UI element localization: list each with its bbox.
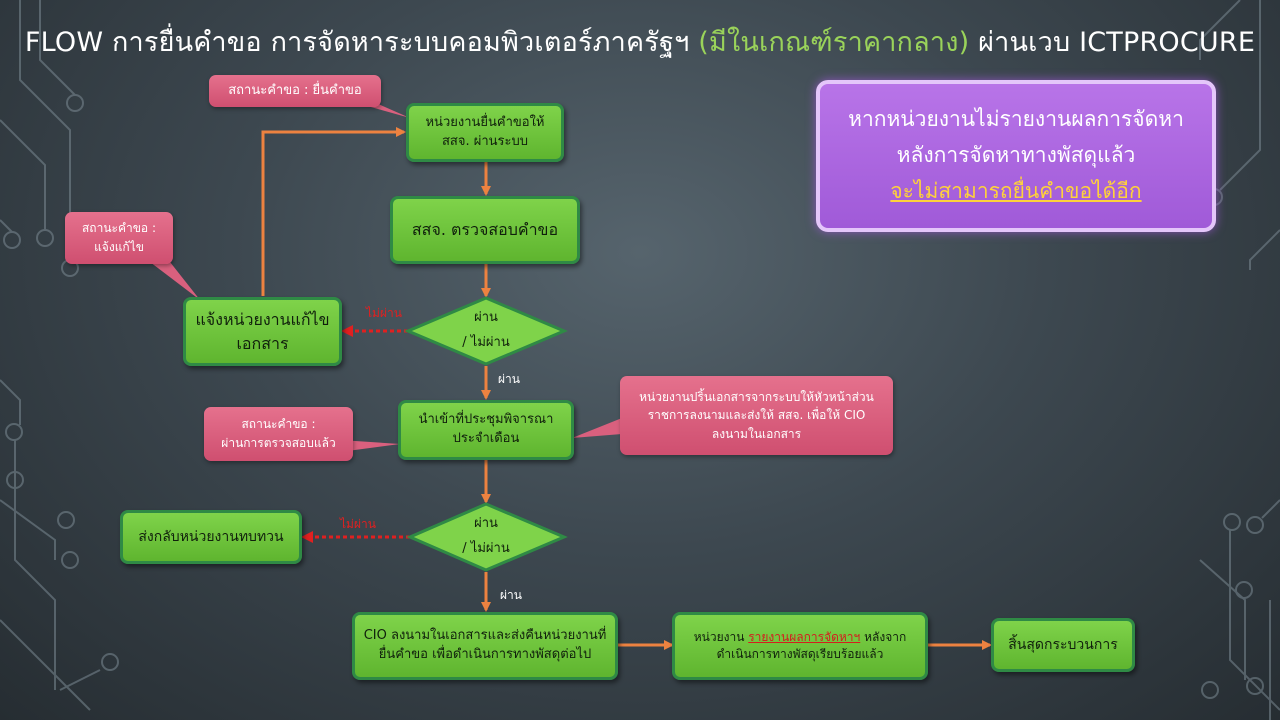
decision-text-1: ผ่าน / ไม่ผ่าน	[462, 310, 510, 350]
callout-print-doc: หน่วยงานปริ้นเอกสารจากระบบให้หัวหน้าส่วน…	[620, 376, 893, 455]
callout-status-fix: สถานะคำขอ : แจ้งแก้ไข	[65, 212, 173, 264]
callout-tail-fix	[150, 262, 200, 300]
notice-line2: หลังการจัดหาทางพัสดุแล้ว	[896, 143, 1136, 168]
decision-text-2: ผ่าน / ไม่ผ่าน	[462, 516, 510, 556]
notice-line1: หากหน่วยงานไม่รายงานผลการจัดหา	[848, 107, 1184, 132]
page-title: FLOW การยื่นคำขอ การจัดหาระบบคอมพิวเตอร์…	[0, 20, 1280, 63]
node-end: สิ้นสุดกระบวนการ	[991, 618, 1135, 672]
notice-warning: จะไม่สามารถยื่นคำขอได้อีก	[890, 178, 1142, 203]
title-part3: ผ่านเวบ ICTPROCURE	[969, 27, 1256, 58]
title-highlight: (มีในเกณฑ์ราคากลาง)	[698, 27, 970, 58]
node-check-request: สสจ. ตรวจสอบคำขอ	[390, 196, 580, 264]
label-fail-2: ไม่ผ่าน	[340, 517, 376, 531]
arrow-fix-to-submit	[261, 127, 406, 296]
node-cio-sign: CIO ลงนามในเอกสารและส่งคืนหน่วยงานที่ ยื…	[352, 612, 618, 680]
callout-status-checked: สถานะคำขอ : ผ่านการตรวจสอบแล้ว	[204, 407, 353, 461]
node-return-review: ส่งกลับหน่วยงานทบทวน	[120, 510, 302, 564]
decision-diamond-2	[406, 502, 568, 572]
report-link: รายงานผลการจัดหาฯ	[748, 629, 861, 644]
callout-tail-checked	[340, 440, 400, 452]
node-meeting: นำเข้าที่ประชุมพิจารณา ประจำเดือน	[398, 400, 574, 460]
node-submit-request: หน่วยงานยื่นคำขอให้ สสจ. ผ่านระบบ	[406, 103, 564, 162]
label-pass-2: ผ่าน	[500, 588, 522, 602]
decision-diamond-1	[404, 296, 568, 366]
notice-box: หากหน่วยงานไม่รายงานผลการจัดหา หลังการจั…	[816, 80, 1216, 232]
title-part1: FLOW การยื่นคำขอ การจัดหาระบบคอมพิวเตอร์…	[24, 27, 699, 58]
node-report: หน่วยงาน รายงานผลการจัดหาฯ หลังจาก ดำเนิ…	[672, 612, 928, 680]
callout-tail-print	[572, 418, 622, 438]
label-pass-1: ผ่าน	[498, 372, 520, 386]
label-fail-1: ไม่ผ่าน	[366, 306, 402, 320]
callout-status-submit: สถานะคำขอ : ยื่นคำขอ	[209, 75, 381, 107]
node-notify-fix: แจ้งหน่วยงานแก้ไข เอกสาร	[183, 297, 342, 366]
